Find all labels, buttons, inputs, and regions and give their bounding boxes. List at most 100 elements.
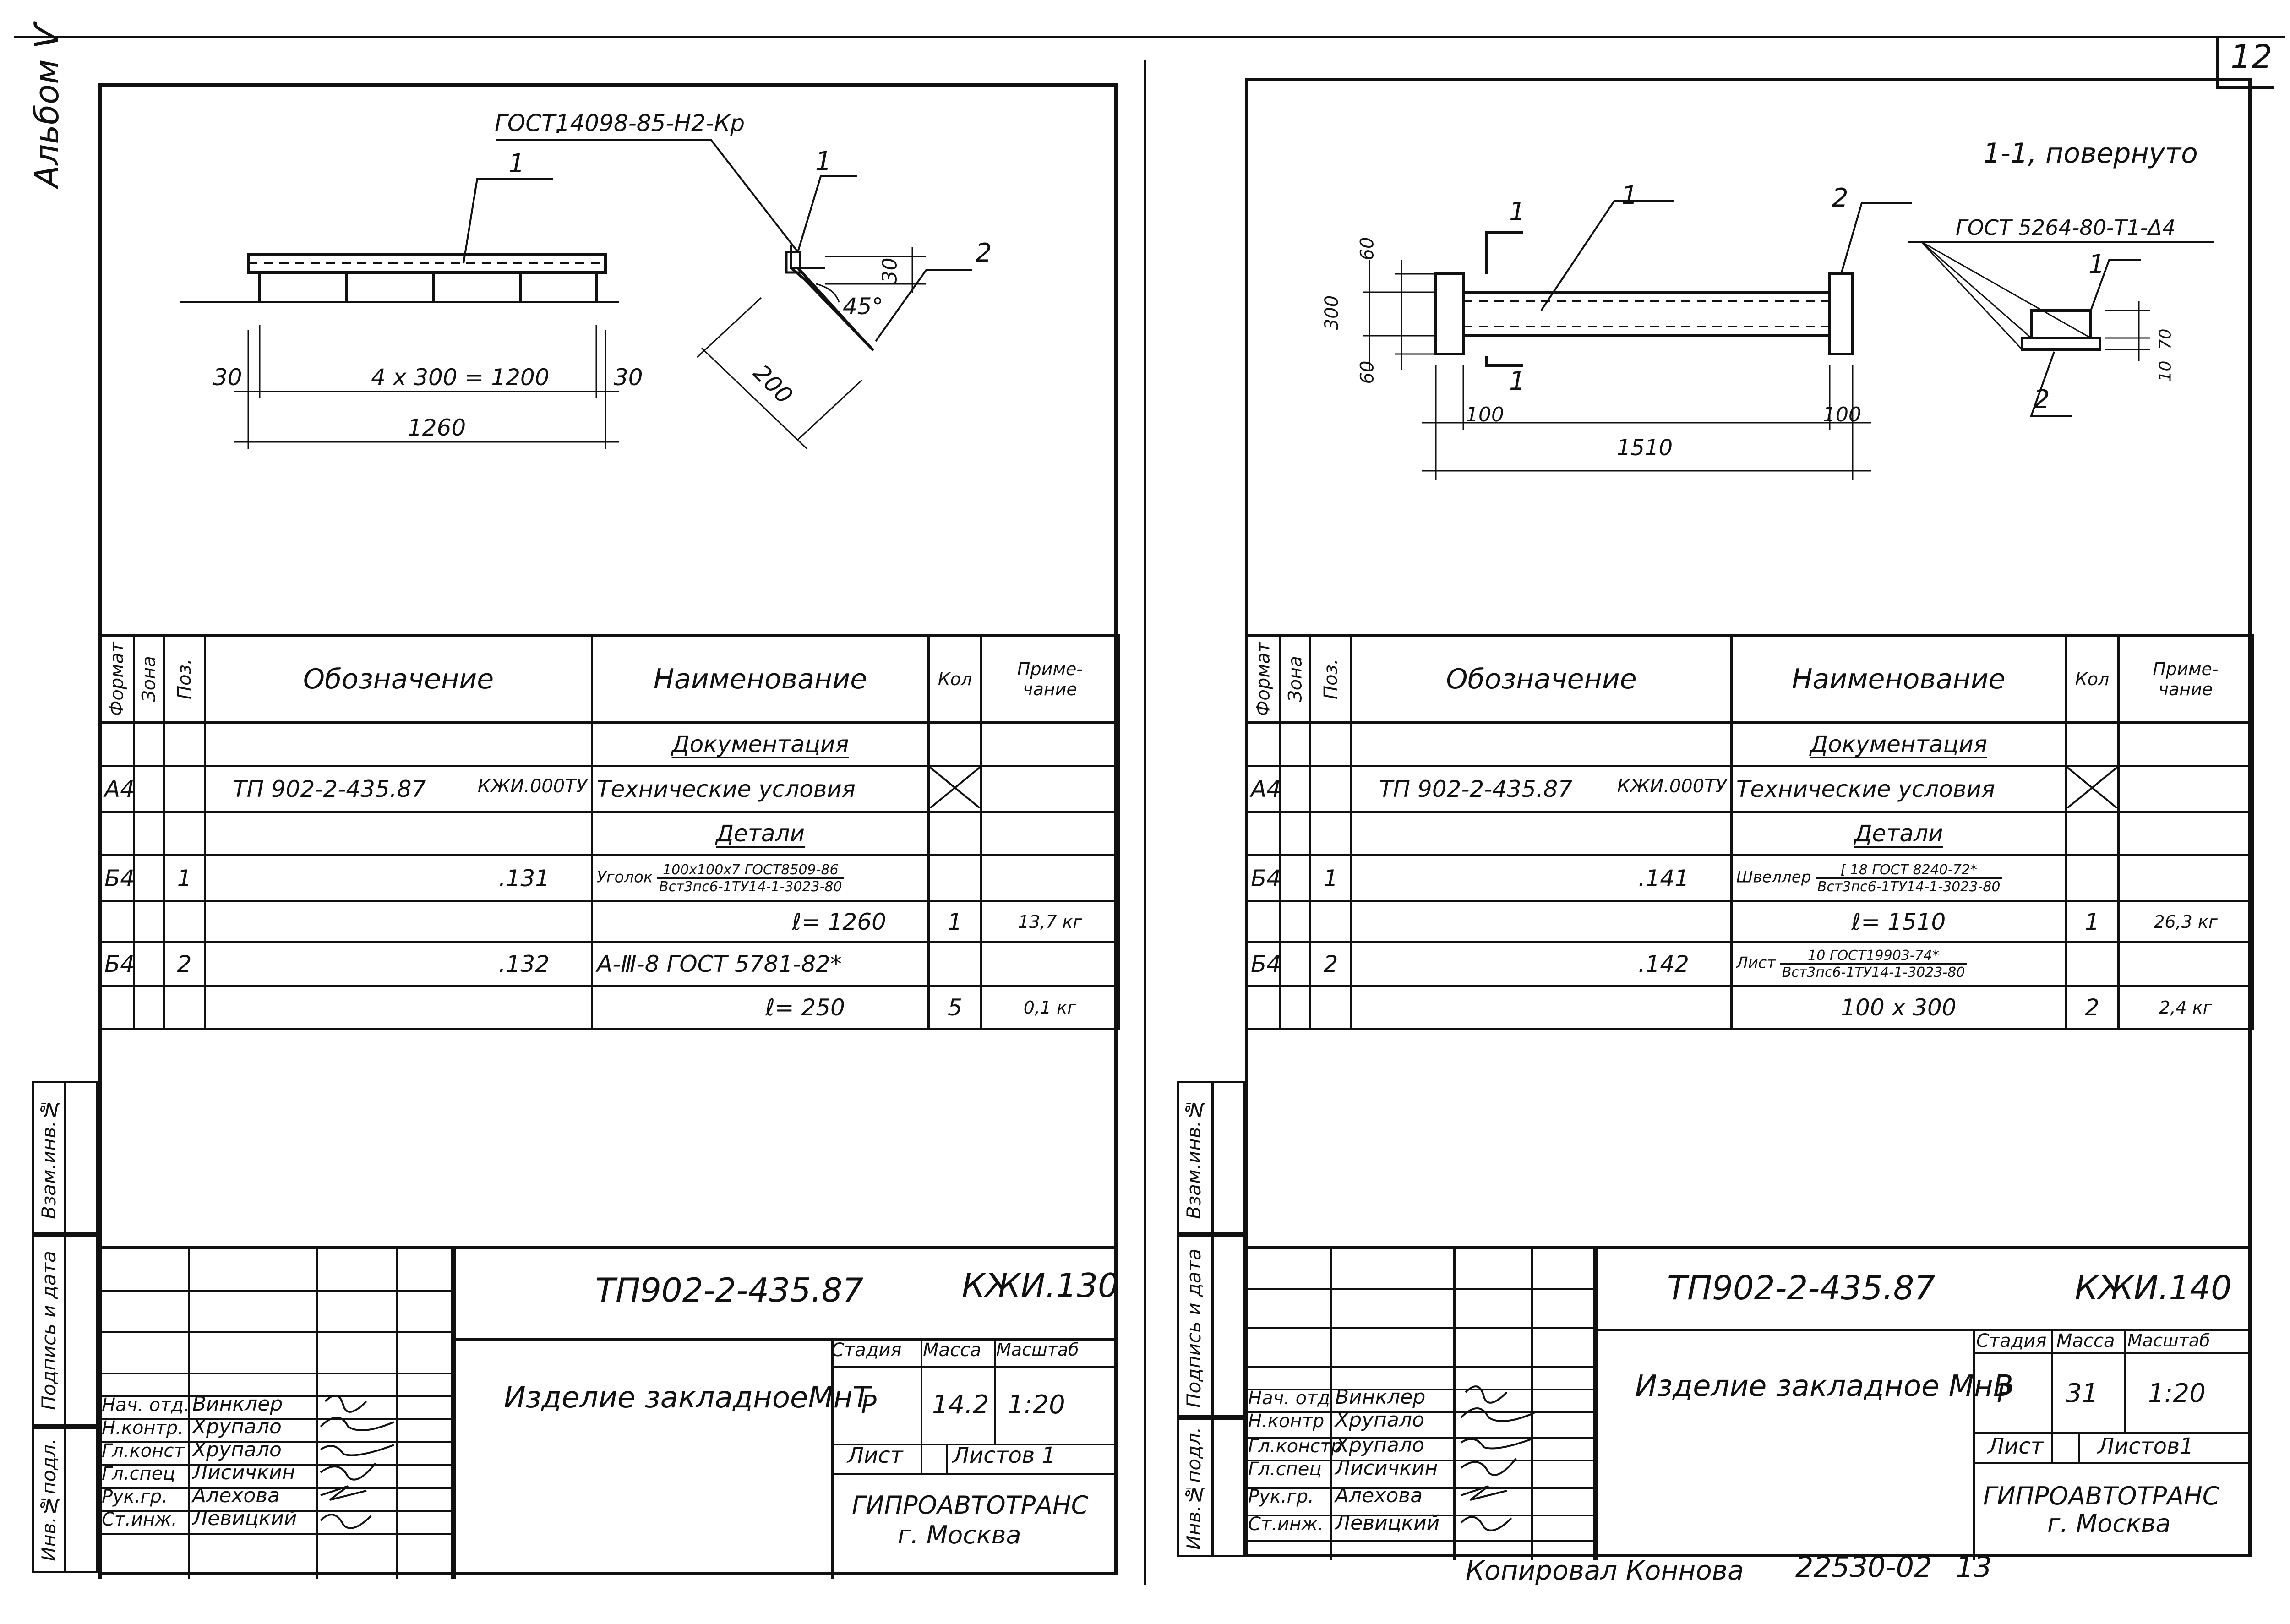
right-signatures <box>1460 1385 1535 1531</box>
left-side-label-sign: Подпись и дата <box>38 1251 60 1410</box>
right-side-strip-sign <box>1177 1234 1245 1417</box>
left-person-5-role: Ст.инж. <box>102 1509 177 1530</box>
right-dim-60-top: 60 <box>1357 237 1378 261</box>
left-stamp-doc-number: ТП902-2-435.87 <box>595 1271 864 1309</box>
right-gost-weld: ГОСТ 5264-80-Т1-Δ4 <box>1956 215 2176 240</box>
right-row1-name: Швеллер [ 18 ГОСТ 8240-72*Вст3пс6-1ТУ14-… <box>1730 854 2067 902</box>
left-spec-table: Формат Зона Поз. Обозначение Наименовани… <box>98 634 1120 1030</box>
top-right-page-box <box>2216 36 2274 89</box>
left-pos2-detail: 2 <box>976 238 992 268</box>
right-sec-pos1: 1 <box>2088 250 2105 279</box>
table-row: 100 x 300 2 2,4 кг <box>1245 985 2254 1030</box>
left-stamp-stage: Р <box>861 1390 877 1420</box>
right-header-note: Приме-чание <box>2117 634 2254 724</box>
left-pos1-detail: 1 <box>815 147 832 176</box>
left-stamp-org: ГИПРОАВТОТРАНС <box>852 1491 1089 1520</box>
right-dim-60-bottom: 60 <box>1357 360 1378 384</box>
right-row3-name: Лист 10 ГОСТ19903-74*Вст3пс6-1ТУ14-1-302… <box>1730 941 2067 987</box>
left-person-3-role: Гл.спец <box>102 1463 175 1484</box>
right-dim-70: 70 <box>2156 328 2175 350</box>
left-person-4-role: Рук.гр. <box>102 1486 168 1507</box>
left-gost-label: ГОСТ14098-85-Н2-Кр <box>495 110 745 136</box>
left-header-note: Приме-чание <box>980 634 1120 724</box>
right-stamp-stage-h: Стадия <box>1976 1330 2047 1352</box>
left-header-designation: Обозначение <box>204 634 593 724</box>
right-header-qty: Кол <box>2065 634 2120 724</box>
right-stamp-sheet-h: Лист <box>1988 1433 2044 1459</box>
right-person-5-name: Левицкий <box>1335 1511 1440 1535</box>
right-drawing <box>1363 200 2214 480</box>
right-header-zone: Зона <box>1280 635 1310 723</box>
left-person-2-name: Хрупало <box>192 1438 282 1461</box>
right-person-3-name: Лисичкин <box>1335 1456 1438 1480</box>
right-person-2-name: Хрупало <box>1335 1433 1424 1457</box>
right-cut-1-bottom: 1 <box>1509 366 1526 396</box>
right-header-name: Наименование <box>1730 634 2067 724</box>
left-stamp-sheet-h: Лист <box>847 1443 903 1468</box>
left-stamp-city: г. Москва <box>898 1520 1021 1549</box>
table-row: ℓ= 1510 1 26,3 кг <box>1245 900 2254 943</box>
right-section-docs: Документация <box>1730 721 2067 767</box>
right-person-1-name: Хрупало <box>1335 1408 1424 1432</box>
right-cut-1-top: 1 <box>1509 197 1526 227</box>
left-side-divider <box>64 1081 66 1573</box>
left-person-4-name: Алехова <box>192 1484 280 1507</box>
section-plate <box>2021 337 2101 351</box>
left-header-zone: Зона <box>134 635 164 723</box>
right-dim-100-right: 100 <box>1823 403 1861 426</box>
center-divider <box>1144 60 1146 1585</box>
end-plate-left <box>1434 272 1465 355</box>
left-dim-30-right: 30 <box>614 364 643 391</box>
right-stamp-stage: Р <box>1997 1379 2012 1408</box>
table-row: Б4 1 .141 Швеллер [ 18 ГОСТ 8240-72*Вст3… <box>1245 854 2254 902</box>
left-person-2-role: Гл.конст <box>102 1440 185 1461</box>
right-dim-300: 300 <box>1321 295 1343 331</box>
right-person-2-role: Гл.констр <box>1248 1436 1343 1457</box>
right-stamp <box>1245 1246 2252 1560</box>
anchor-rods <box>258 272 598 302</box>
left-person-0-name: Винклер <box>192 1392 283 1416</box>
left-stamp-title: Изделие закладноеМнТ <box>504 1381 871 1415</box>
right-pos1: 1 <box>1621 181 1638 211</box>
table-row: ℓ= 250 5 0,1 кг <box>98 985 1120 1030</box>
left-dim-total: 1260 <box>408 414 466 441</box>
right-section-details: Детали <box>1730 811 2067 856</box>
right-person-1-role: Н.контр <box>1248 1411 1325 1432</box>
table-row: Б4 2 .142 Лист 10 ГОСТ19903-74*Вст3пс6-1… <box>1245 941 2254 987</box>
left-dim-angle: 45° <box>843 293 883 320</box>
right-stamp-scale: 1:20 <box>2148 1379 2206 1408</box>
left-stamp-stage-h: Стадия <box>831 1340 902 1361</box>
left-row0-designation: ТП 902-2-435.87 КЖИ.000ТУ <box>204 765 593 813</box>
right-header-format: Формат <box>1246 635 1281 723</box>
top-rule <box>14 36 2285 38</box>
gost-text-left: . <box>555 111 563 139</box>
right-side-label-sign: Подпись и дата <box>1183 1248 1205 1408</box>
right-dim-1510: 1510 <box>1617 435 1673 461</box>
right-stamp-scale-h: Масштаб <box>2127 1330 2210 1351</box>
left-stamp-sheets-h: Листов 1 <box>953 1443 1056 1468</box>
left-dim-spacing: 4 x 300 = 1200 <box>371 364 550 391</box>
left-stamp-scale: 1:20 <box>1008 1390 1065 1420</box>
copied-by: Копировал Коннова <box>1466 1555 1744 1586</box>
right-person-4-role: Рук.гр. <box>1248 1486 1314 1507</box>
left-person-1-name: Хрупало <box>192 1415 282 1439</box>
right-side-strip-inv <box>1177 1417 1245 1557</box>
left-person-1-role: Н.контр. <box>102 1417 184 1439</box>
left-drawing: . <box>180 111 972 450</box>
left-signatures <box>320 1395 394 1529</box>
right-stamp-doc-code: КЖИ.140 <box>2075 1269 2232 1307</box>
right-person-0-role: Нач. отд <box>1248 1388 1330 1409</box>
right-row0-qty-cross <box>2065 765 2120 813</box>
left-side-label-inv: Инв.№подл. <box>38 1438 60 1562</box>
left-header-format: Формат <box>99 635 134 723</box>
end-plate-right <box>1828 272 1854 355</box>
album-label: Альбом Ѵ <box>27 23 66 188</box>
left-person-3-name: Лисичкин <box>192 1461 295 1484</box>
left-header-qty: Кол <box>927 634 982 724</box>
left-stamp-doc-code: КЖИ.130 <box>962 1266 1119 1305</box>
right-dim-100-left: 100 <box>1466 403 1504 426</box>
right-row0-designation: ТП 902-2-435.87 КЖИ.000ТУ <box>1350 765 1733 813</box>
left-pos1-main: 1 <box>508 149 525 179</box>
left-header-pos: Поз. <box>164 635 205 723</box>
right-stamp-doc-number: ТП902-2-435.87 <box>1667 1269 1936 1307</box>
